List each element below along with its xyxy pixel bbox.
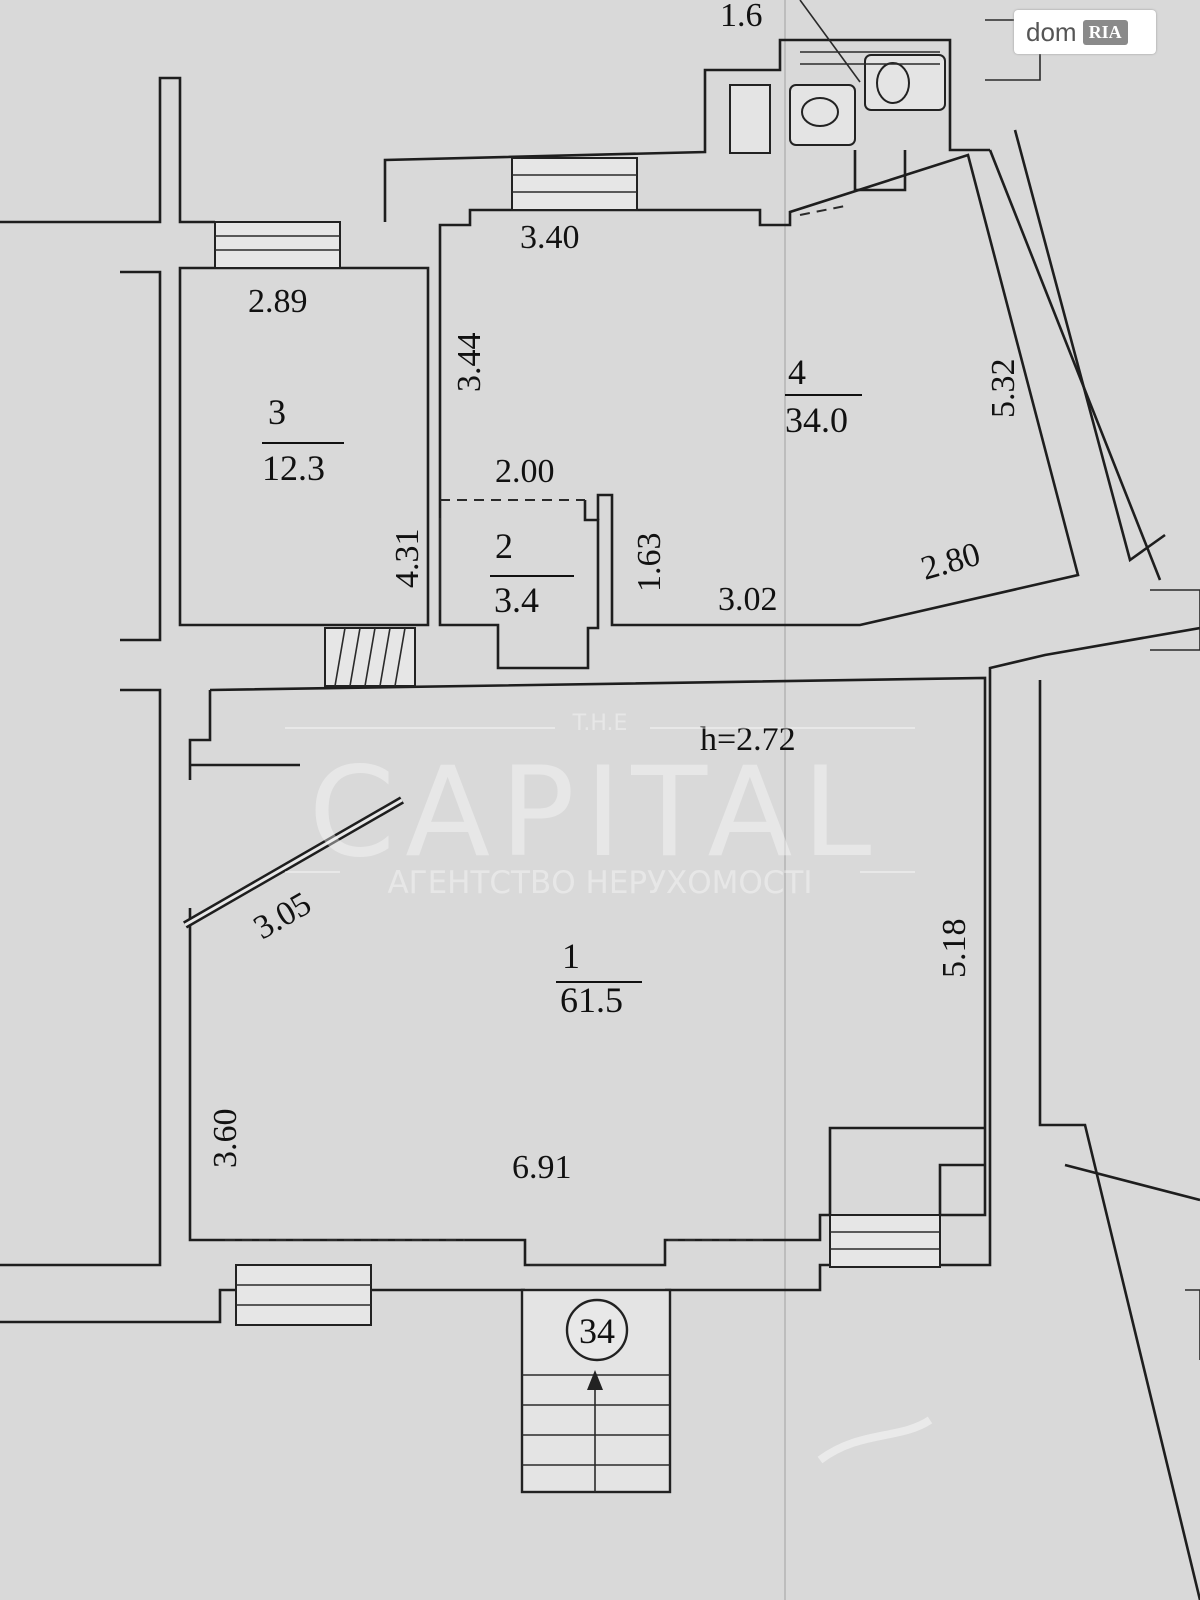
dom-ria-logo: dom RIA bbox=[1014, 10, 1156, 54]
exterior-walls bbox=[0, 19, 1200, 1600]
room-2-outline bbox=[438, 500, 600, 670]
logo-dom-text: dom bbox=[1026, 16, 1077, 47]
watermark-sub: АГЕНТСТВО НЕРУХОМОСТІ bbox=[387, 865, 812, 901]
room-4-outline bbox=[438, 153, 1080, 627]
room-4-opening bbox=[799, 204, 851, 216]
room-3-number: 3 bbox=[268, 392, 286, 432]
dim-1-63: 1.63 bbox=[631, 533, 668, 593]
watermark-top: T.H.E bbox=[572, 711, 628, 736]
room-1-door-swing-inner bbox=[184, 798, 403, 927]
dimension-labels: 1.6 3.40 2.89 3.44 5.32 2.00 4.31 1.63 3… bbox=[207, 0, 1022, 1186]
dim-3-02: 3.02 bbox=[718, 581, 778, 618]
windows bbox=[214, 157, 941, 1326]
ceiling-height: h=2.72 bbox=[700, 721, 796, 758]
watermark-main: CAPITAL bbox=[309, 741, 882, 885]
bathroom-fixtures bbox=[729, 0, 946, 192]
building-number-circle bbox=[565, 1298, 629, 1362]
dim-4-31: 4.31 bbox=[389, 529, 426, 589]
paper-mark bbox=[817, 1416, 933, 1464]
dim-5-18: 5.18 bbox=[936, 919, 973, 979]
dim-3-40: 3.40 bbox=[520, 219, 580, 256]
room-4-area: 34.0 bbox=[785, 400, 848, 440]
dim-5-32: 5.32 bbox=[985, 359, 1022, 419]
dim-3-44: 3.44 bbox=[451, 333, 488, 393]
room-labels: 3 12.3 2 3.4 4 34.0 1 61.5 bbox=[262, 352, 862, 1020]
building-number: 34 bbox=[579, 1311, 615, 1351]
dim-2-00: 2.00 bbox=[495, 453, 555, 490]
dim-1-6: 1.6 bbox=[720, 0, 763, 34]
dim-2-89: 2.89 bbox=[248, 283, 308, 320]
room-2-area: 3.4 bbox=[494, 580, 539, 620]
room-4-number: 4 bbox=[788, 352, 806, 392]
room-1-niche bbox=[188, 690, 212, 780]
room-3-area: 12.3 bbox=[262, 448, 325, 488]
watermark: T.H.E CAPITAL АГЕНТСТВО НЕРУХОМОСТІ bbox=[285, 711, 915, 901]
dim-3-60: 3.60 bbox=[207, 1109, 244, 1169]
room-3-outline bbox=[178, 266, 430, 627]
room-1-number: 1 bbox=[562, 936, 580, 976]
room-1-area: 61.5 bbox=[560, 980, 623, 1020]
room-2-number: 2 bbox=[495, 526, 513, 566]
dim-6-91: 6.91 bbox=[512, 1149, 572, 1186]
room-1-outline bbox=[188, 676, 987, 1267]
logo-ria-text: RIA bbox=[1082, 19, 1128, 45]
